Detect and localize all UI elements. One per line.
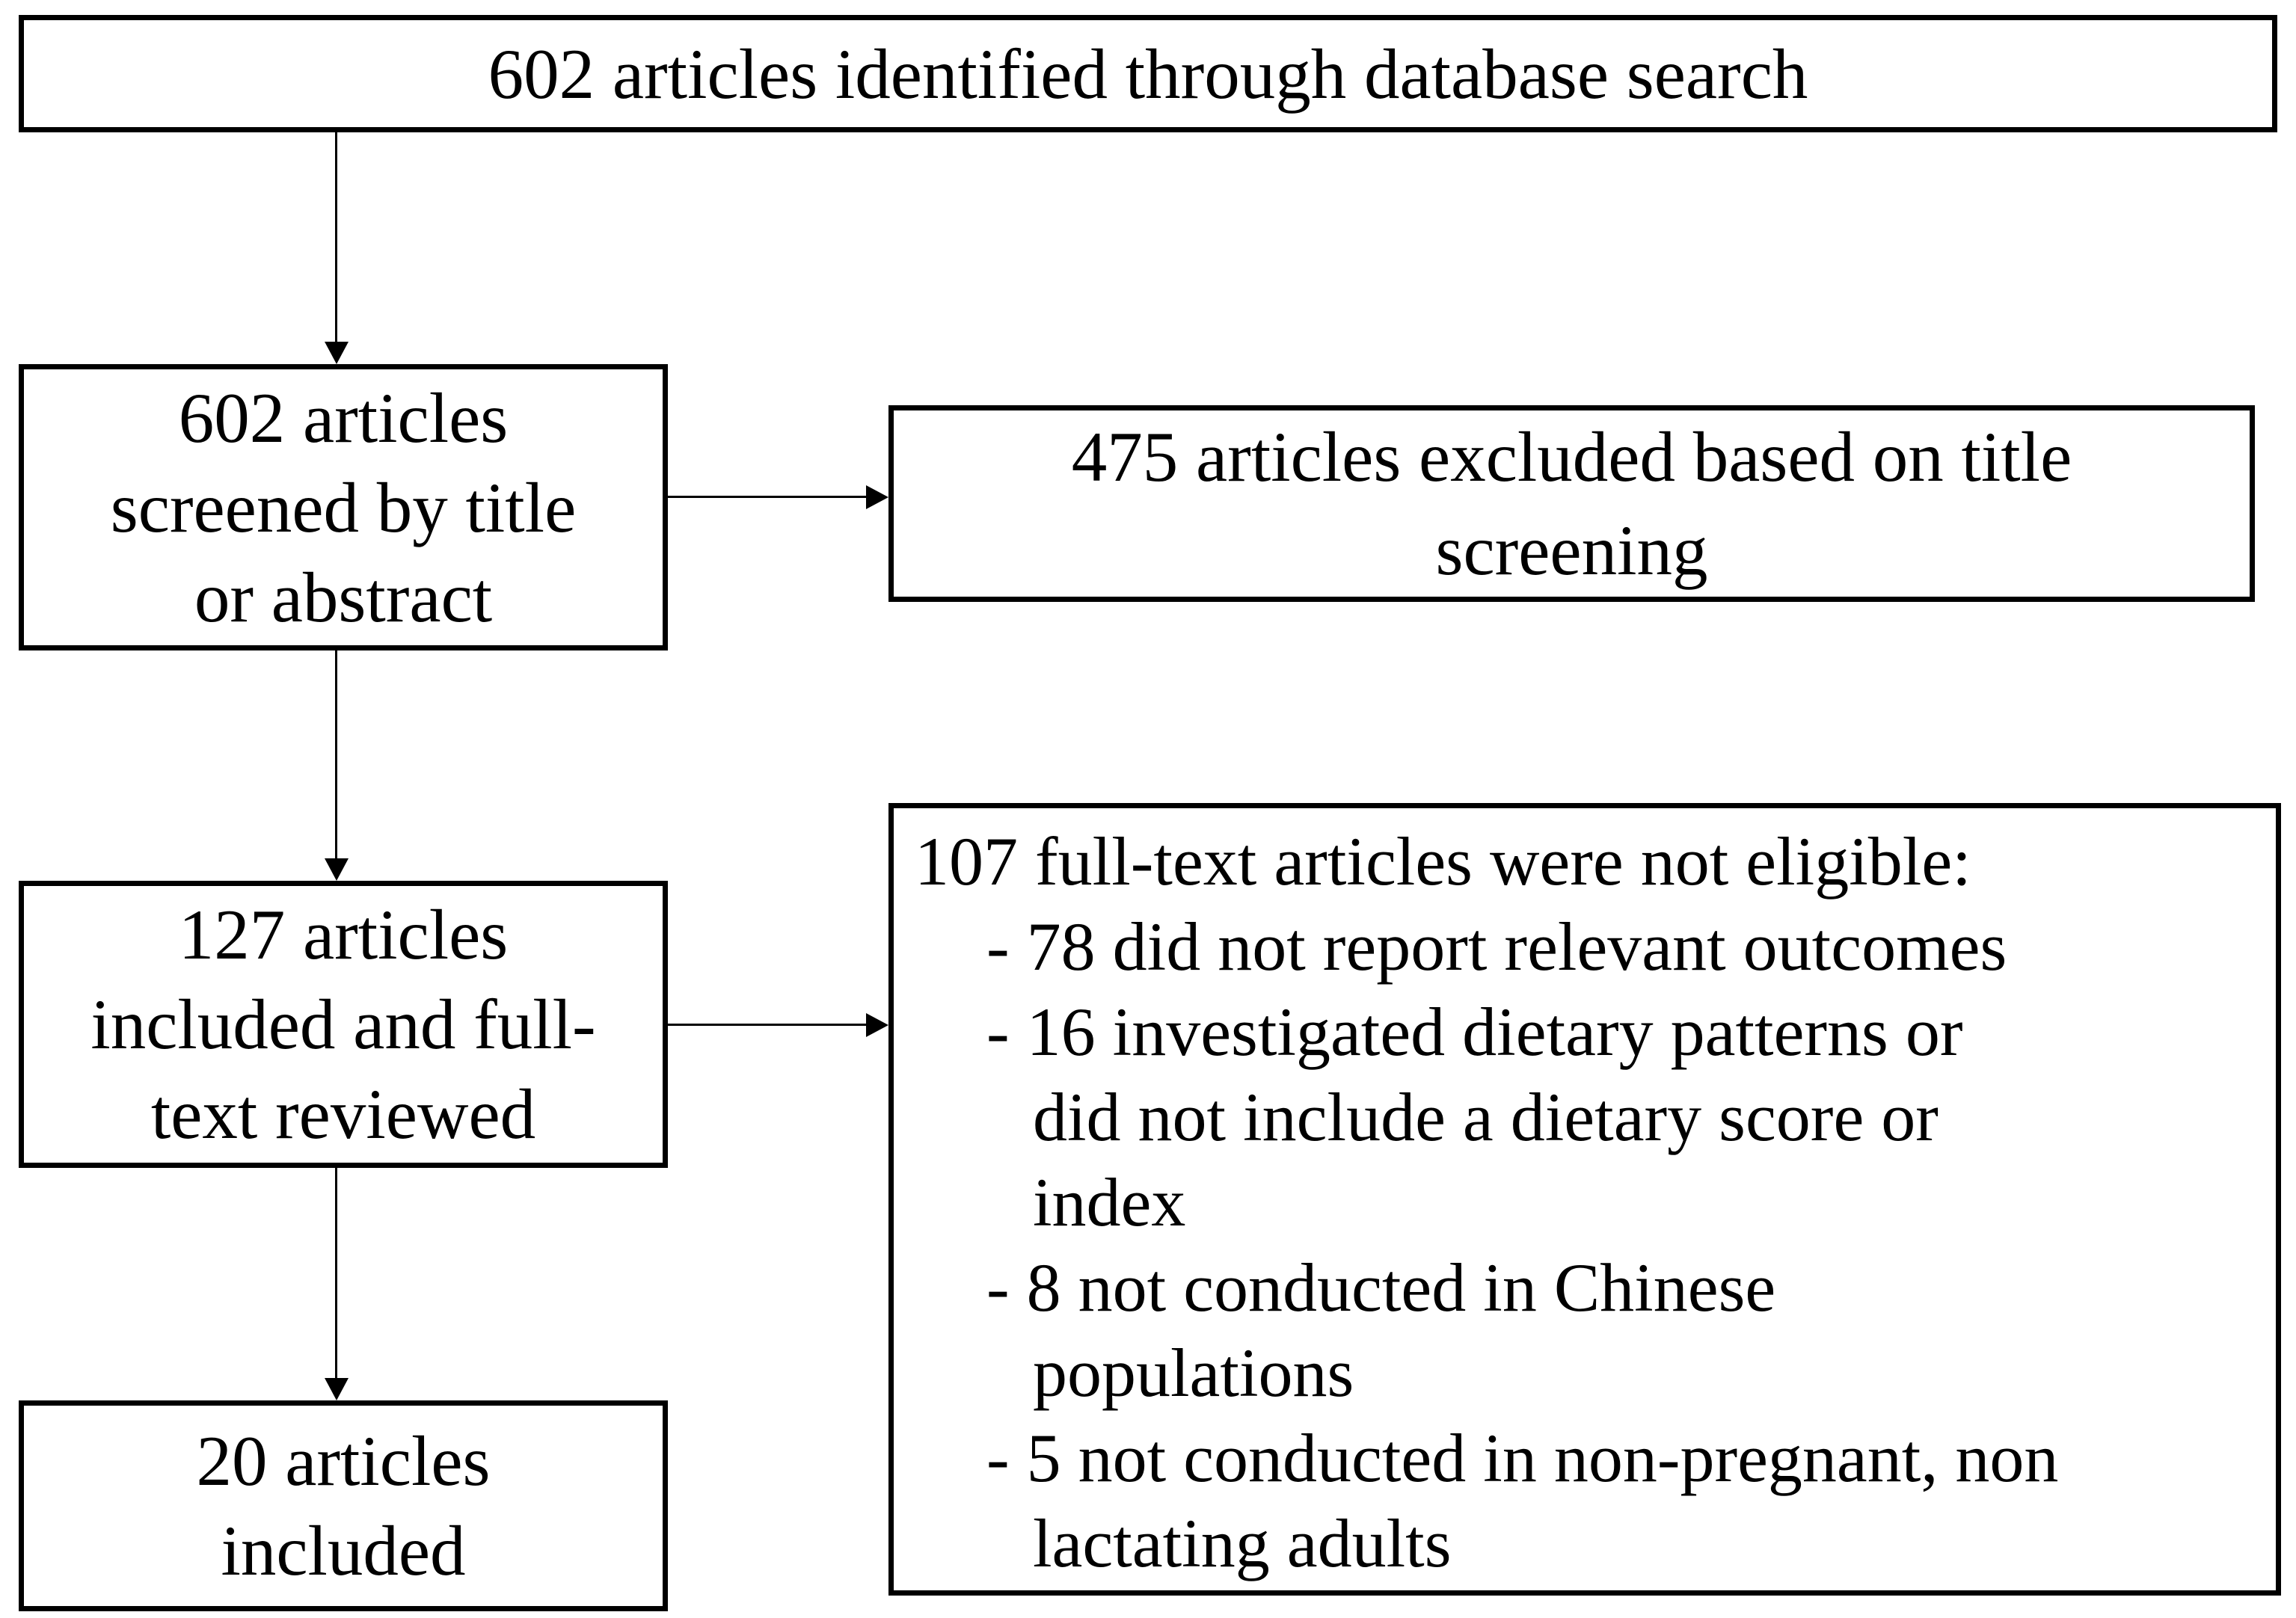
connector-screened-to-fulltext	[335, 650, 337, 858]
box-not-eligible-line: - 5 not conducted in non-pregnant, non	[986, 1420, 2059, 1496]
box-screened-line: or abstract	[194, 557, 493, 637]
box-not-eligible-line: populations	[1033, 1335, 1354, 1411]
box-excluded-title-line: 475 articles excluded based on title	[1071, 416, 2072, 496]
arrowhead-right-icon	[866, 1013, 888, 1037]
box-not-eligible-line: - 8 not conducted in Chinese	[986, 1249, 1776, 1326]
connector-fulltext-to-included	[335, 1168, 337, 1378]
box-included: 20 articles included	[19, 1400, 668, 1611]
box-screened-line: screened by title	[110, 467, 577, 547]
connector-fulltext-to-not-eligible	[668, 1024, 866, 1026]
box-fulltext-line: 127 articles	[178, 895, 509, 974]
box-included-line: 20 articles	[196, 1421, 491, 1501]
arrowhead-down-icon	[325, 858, 349, 881]
box-not-eligible-title: 107 full-text articles were not eligible…	[915, 823, 1971, 899]
box-identified: 602 articles identified through database…	[19, 15, 2277, 132]
box-fulltext-reviewed: 127 articles included and full- text rev…	[19, 881, 668, 1168]
box-identified-text: 602 articles identified through database…	[488, 34, 1808, 114]
box-not-eligible-line: - 16 investigated dietary patterns or	[986, 994, 1963, 1070]
box-not-eligible-line: index	[1033, 1164, 1186, 1240]
box-not-eligible-line: lactating adults	[1033, 1505, 1452, 1581]
connector-screened-to-excluded	[668, 496, 866, 498]
arrowhead-down-icon	[325, 1378, 349, 1400]
box-included-line: included	[221, 1511, 466, 1590]
box-screened-line: 602 articles	[178, 378, 509, 458]
box-not-eligible-line: did not include a dietary score or	[1033, 1079, 1939, 1155]
arrowhead-down-icon	[325, 342, 349, 364]
box-fulltext-line: included and full-	[90, 985, 596, 1064]
box-fulltext-line: text reviewed	[150, 1074, 536, 1154]
box-screened: 602 articles screened by title or abstra…	[19, 364, 668, 650]
box-not-eligible-line: - 78 did not report relevant outcomes	[986, 908, 2007, 985]
box-not-eligible: 107 full-text articles were not eligible…	[888, 803, 2281, 1596]
connector-identified-to-screened	[335, 132, 337, 344]
box-excluded-title-screening: 475 articles excluded based on title scr…	[888, 405, 2255, 602]
box-excluded-title-line: screening	[1435, 510, 1708, 590]
arrowhead-right-icon	[866, 485, 888, 509]
